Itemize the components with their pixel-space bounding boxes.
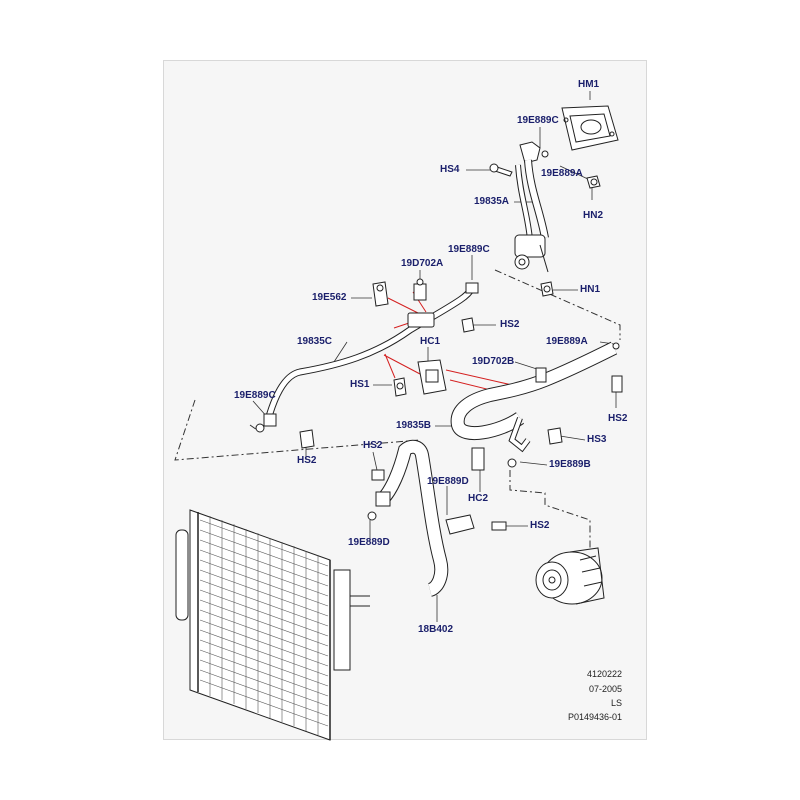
callout-hs2-b: HS2	[363, 440, 383, 451]
callout-18b402: 18B402	[418, 624, 454, 635]
fasteners-top	[489, 150, 601, 297]
callout-19e889b: 19E889B	[549, 459, 591, 470]
footer-ref-line3: LS	[610, 698, 622, 708]
callout-hs3: HS3	[587, 434, 607, 445]
callout-19835a: 19835A	[474, 196, 510, 207]
callout-hs1: HS1	[350, 379, 370, 390]
callout-hs2-a: HS2	[500, 319, 520, 330]
callout-hc1: HC1	[420, 336, 441, 347]
footer-ref-line1: 4120222	[586, 669, 622, 679]
fasteners-left	[255, 423, 507, 531]
fasteners-right	[471, 375, 623, 471]
callout-hs2-d: HS2	[530, 520, 550, 531]
callout-hc2: HC2	[468, 493, 489, 504]
bracket-hc1	[393, 317, 475, 397]
construction-lines	[174, 269, 621, 548]
pipe-19835c	[263, 282, 479, 427]
callout-19e889a-right: 19E889A	[546, 336, 588, 347]
pressure-sensor	[372, 278, 427, 307]
callout-19e889c-left: 19E889C	[234, 390, 276, 401]
condenser	[175, 509, 370, 741]
callout-19e889a-top: 19E889A	[541, 168, 583, 179]
callout-19e562: 19E562	[312, 292, 347, 303]
footer-ref-line2: 07-2005	[588, 684, 622, 694]
callout-hn1: HN1	[580, 284, 601, 295]
callout-hs2-c: HS2	[297, 455, 317, 466]
callout-19e889d-mid: 19E889D	[427, 476, 469, 487]
callout-19d702a: 19D702A	[401, 258, 444, 269]
callout-hs2-right: HS2	[608, 413, 628, 424]
leader-lines	[252, 91, 617, 622]
callout-19d702b: 19D702B	[472, 356, 515, 367]
callout-19e889c-top: 19E889C	[517, 115, 559, 126]
callout-hm1: HM1	[578, 79, 600, 90]
callout-hn2: HN2	[583, 210, 604, 221]
callout-hs4: HS4	[440, 164, 460, 175]
footer-ref-line4: P0149436-01	[567, 712, 622, 722]
callout-19e889c-mid: 19E889C	[448, 244, 490, 255]
callout-19835c: 19835C	[297, 336, 333, 347]
callout-19835b: 19835B	[396, 420, 432, 431]
compressor	[535, 547, 605, 605]
hose-18b402	[375, 439, 475, 597]
callout-19e889d-left: 19E889D	[348, 537, 390, 548]
gasket-hm1	[561, 105, 619, 151]
pipe-19835a	[514, 141, 549, 273]
hose-19835b	[450, 341, 620, 453]
